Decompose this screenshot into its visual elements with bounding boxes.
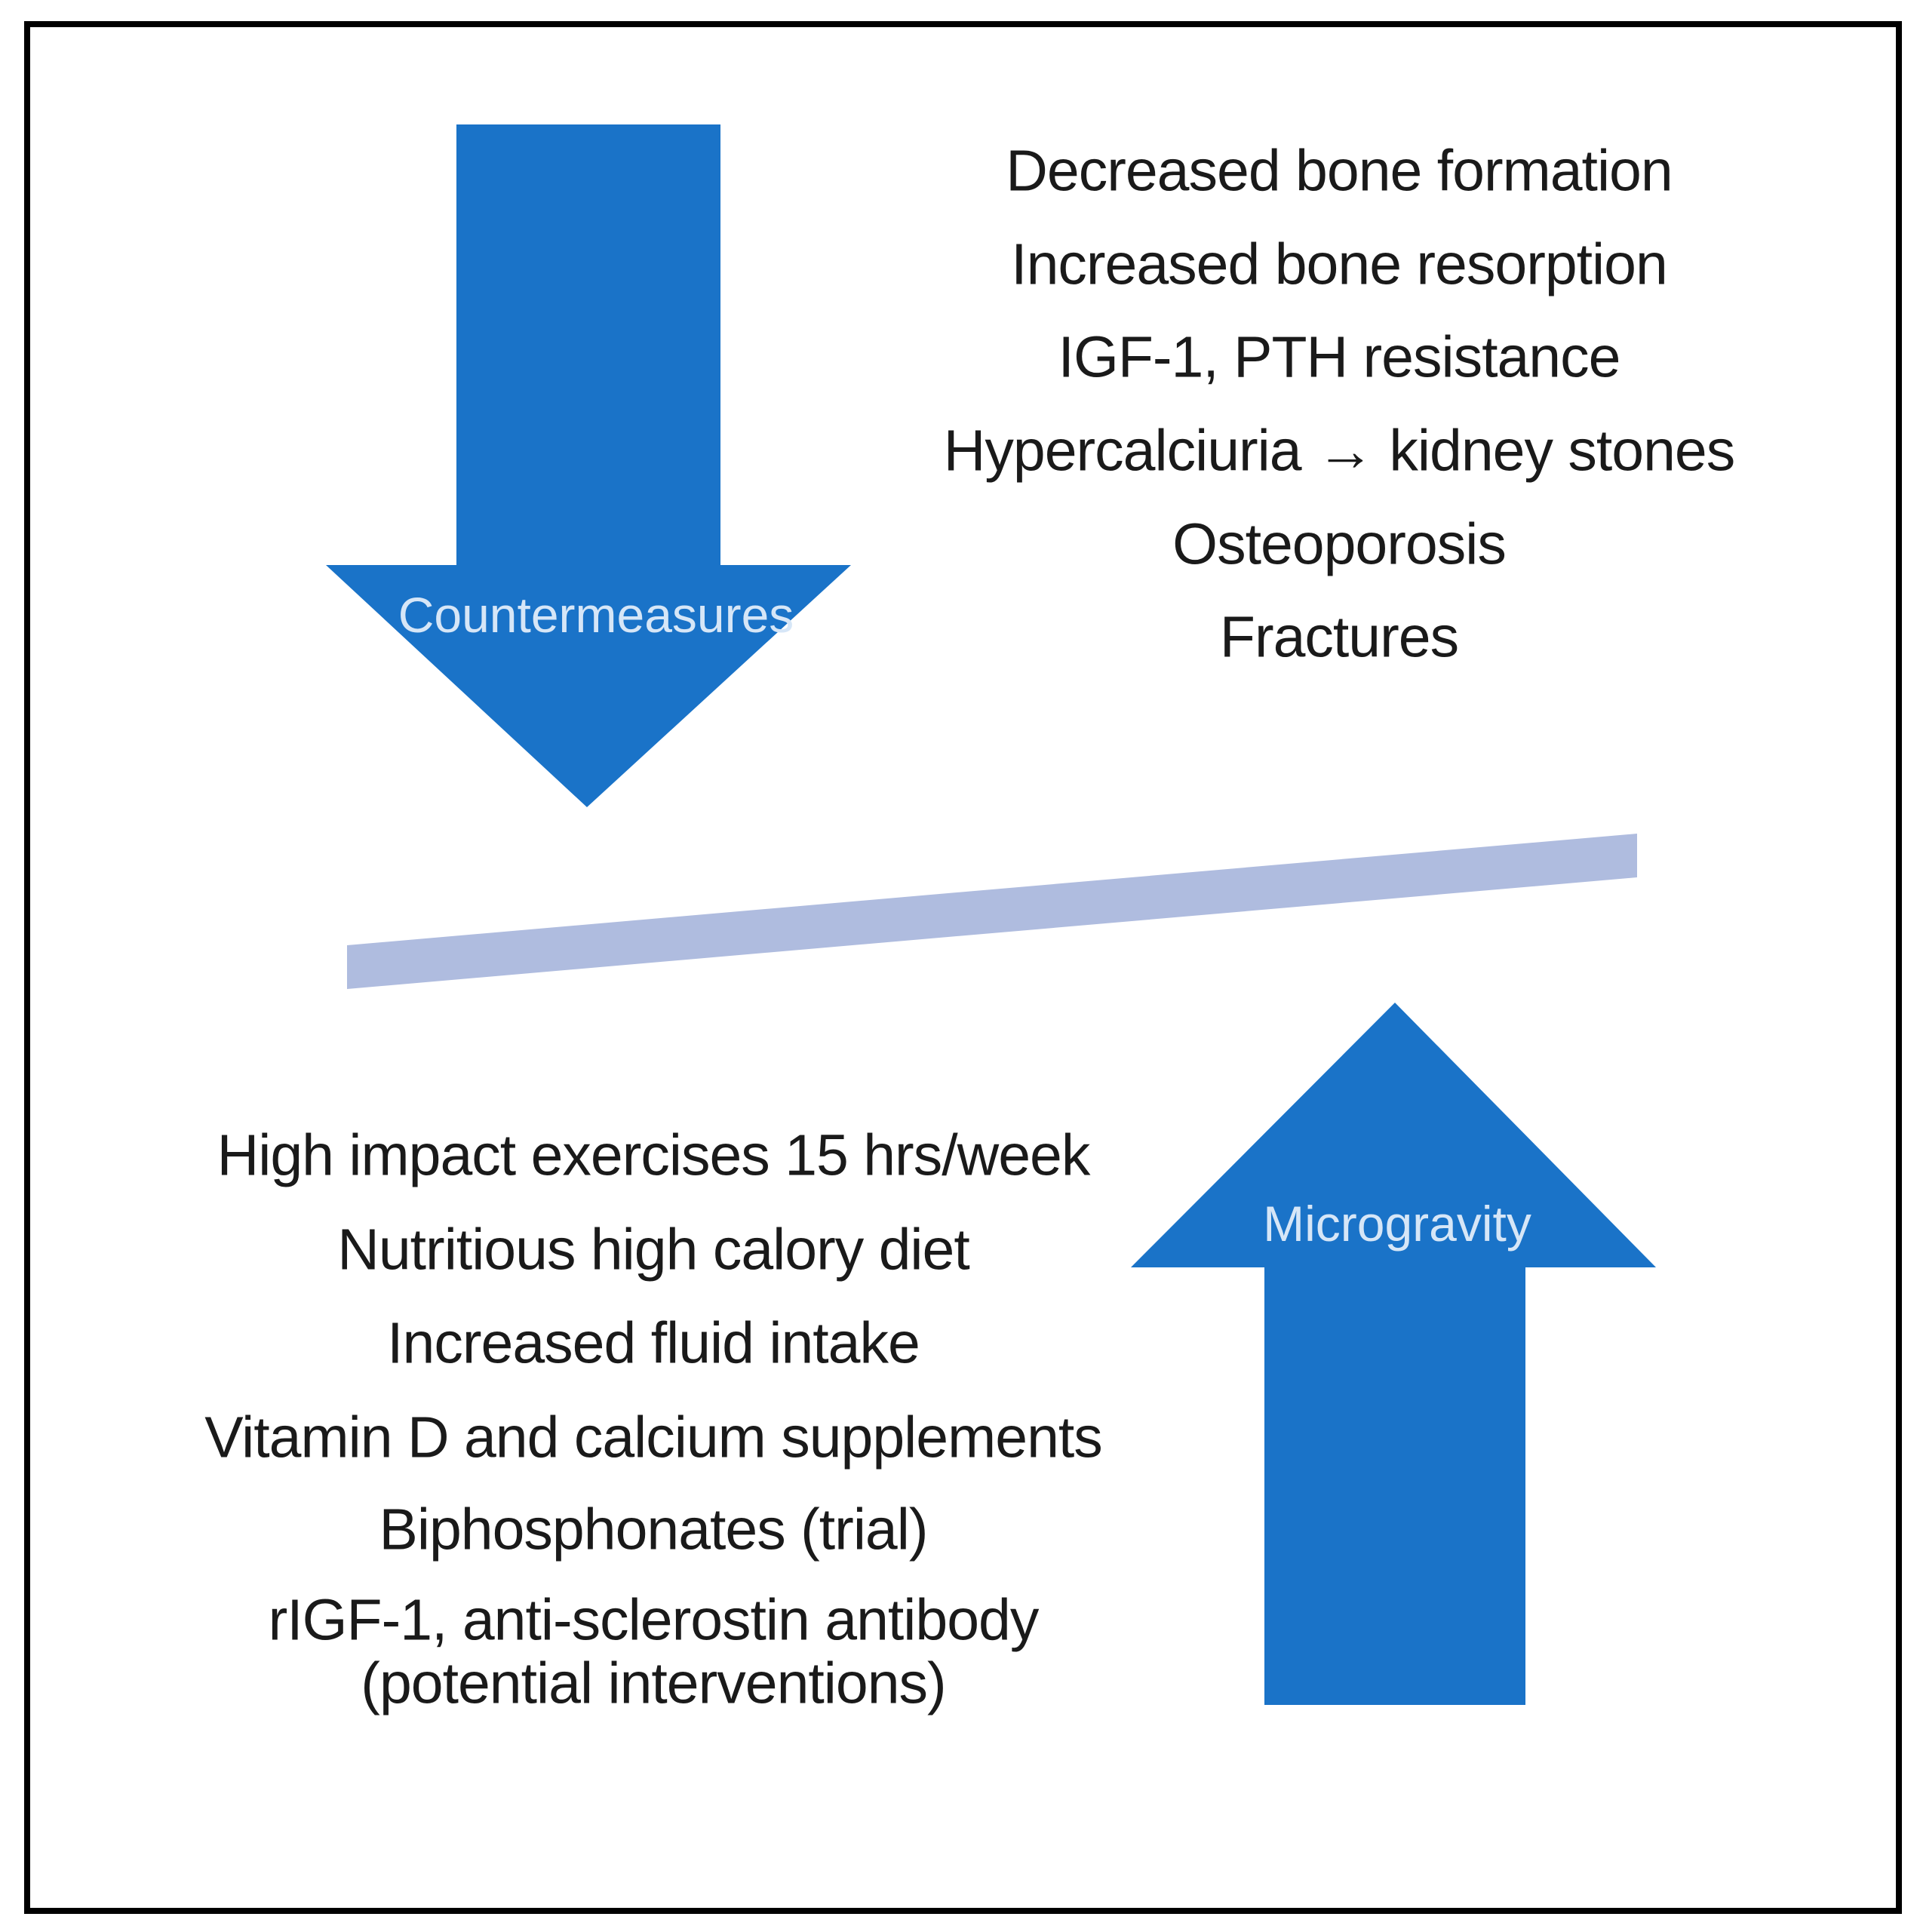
countermeasure-line: Nutritious high calory diet bbox=[337, 1217, 970, 1282]
microgravity-up-arrow-icon bbox=[1131, 1003, 1656, 1705]
countermeasure-line: High impact exercises 15 hrs/week bbox=[217, 1123, 1091, 1188]
countermeasure-line: Increased fluid intake bbox=[387, 1310, 920, 1376]
effect-line: Fractures bbox=[1219, 604, 1459, 670]
countermeasures-arrow-label: Countermeasures bbox=[398, 587, 794, 643]
effect-line: Osteoporosis bbox=[1172, 511, 1507, 577]
effect-line: Increased bone resorption bbox=[1011, 232, 1668, 297]
balance-beam bbox=[347, 834, 1637, 989]
effect-line: Decreased bone formation bbox=[1006, 138, 1673, 204]
countermeasures-down-arrow-icon bbox=[326, 124, 851, 807]
countermeasure-line: Biphosphonates (trial) bbox=[379, 1497, 928, 1562]
effect-line: Hypercalciuria → kidney stones bbox=[943, 418, 1735, 484]
countermeasure-line: (potential interventions) bbox=[361, 1651, 946, 1716]
countermeasure-line: Vitamin D and calcium supplements bbox=[204, 1405, 1103, 1470]
microgravity-arrow-label: Microgravity bbox=[1263, 1196, 1531, 1252]
effect-line: IGF-1, PTH resistance bbox=[1058, 324, 1621, 390]
countermeasure-line: rIGF-1, anti-sclerostin antibody bbox=[268, 1587, 1040, 1653]
